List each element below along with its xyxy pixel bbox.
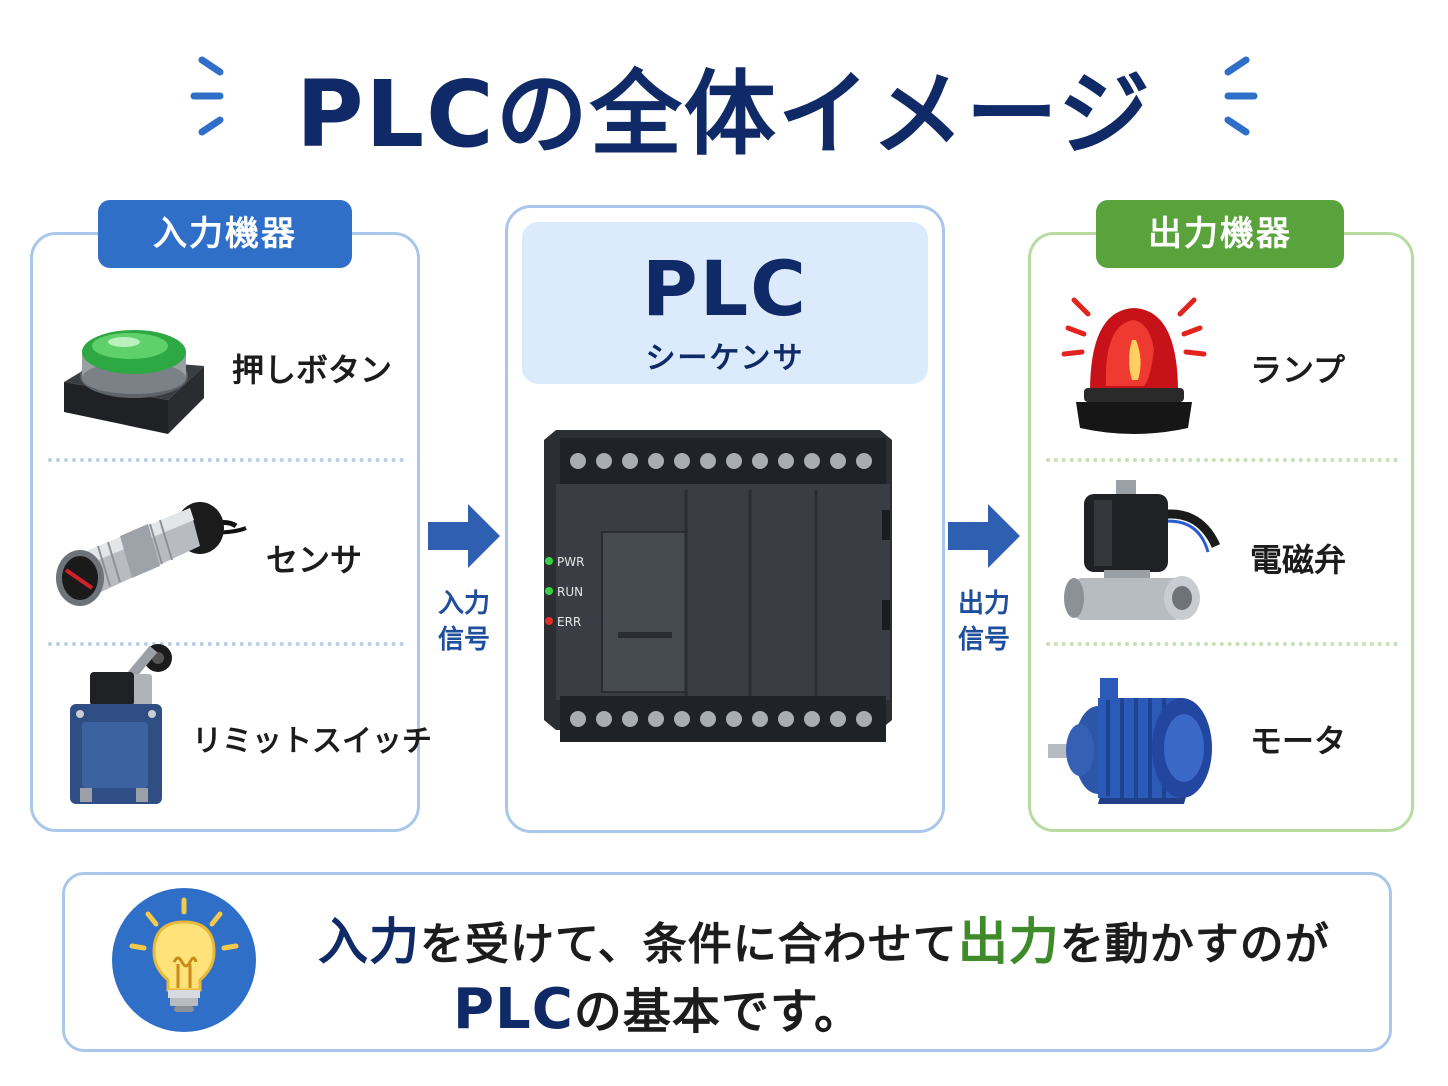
terminal-row-bottom [570,711,872,727]
terminal-row-top [570,453,872,469]
device-label-limit-switch: リミットスイッチ [192,724,432,759]
plc-subtitle: シーケンサ [645,341,805,376]
divider [1046,642,1398,646]
summary-text: の基本です。 [573,984,864,1040]
summary-input-highlight: 入力 [318,913,420,971]
divider [48,642,404,646]
plc-title: PLC [642,244,808,333]
summary-output-highlight: 出力 [957,913,1060,971]
device-label-motor: モータ [1250,722,1347,760]
summary-box [62,872,1392,1052]
light-bulb-icon [112,888,256,1032]
led-label-err: ERR [557,615,581,629]
summary-text: を動かすのが [1059,919,1330,970]
push-button-icon [64,330,204,434]
input-flow-arrow-icon [428,504,500,568]
page-title: PLCの全体イメージ [296,61,1152,168]
solenoid-valve-icon [1064,480,1221,620]
sparkle-right-icon [1224,56,1258,136]
device-label-sensor: センサ [266,541,363,579]
device-label-push-button: 押しボタン [232,351,393,389]
device-label-lamp: ランプ [1250,351,1346,389]
led-label-pwr: PWR [557,555,584,569]
output-devices-badge: 出力機器 [1096,200,1344,268]
motor-icon [1048,678,1212,804]
sensor-icon [56,502,247,606]
output-flow-arrow-icon [948,504,1020,568]
device-label-solenoid-valve: 電磁弁 [1250,541,1347,579]
sparkle-left-icon [190,56,224,136]
lamp-icon [1061,297,1207,434]
divider [1046,458,1398,462]
summary-text: を受けて、条件に合わせて [420,919,958,970]
input-devices-badge: 入力機器 [98,200,352,268]
input-signal-label: 入力 信号 [437,589,490,655]
led-label-run: RUN [557,585,583,599]
summary-line-2: PLCの基本です。 [318,972,998,1042]
output-signal-label: 出力 信号 [957,589,1010,655]
plc-header: PLC シーケンサ [522,222,928,384]
plc-unit-icon: PWR RUN ERR [544,430,892,742]
divider [48,458,404,462]
summary-plc-highlight: PLC [452,977,574,1042]
limit-switch-icon [70,644,172,804]
summary-line-1: 入力を受けて、条件に合わせて出力を動かすのが [318,902,1329,974]
